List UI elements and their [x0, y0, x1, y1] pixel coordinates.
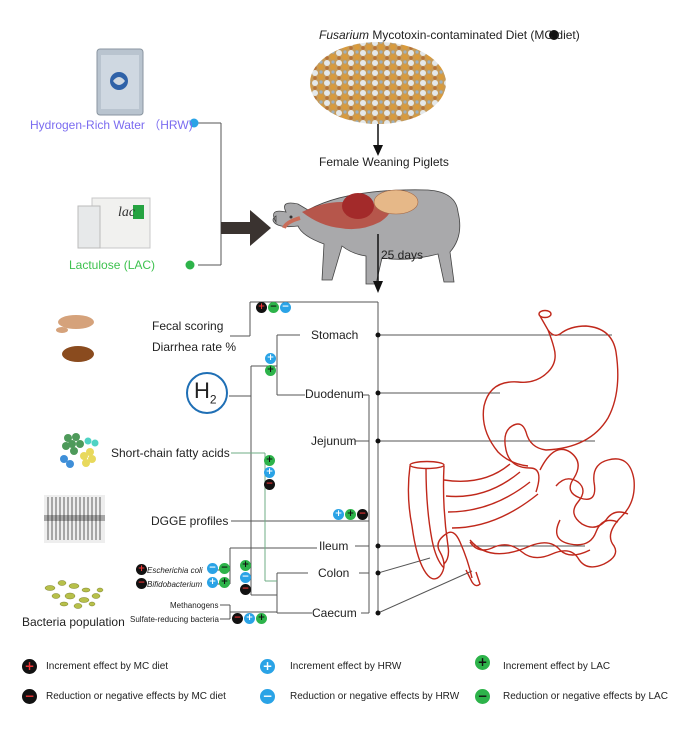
hrw-increment-icon: + — [333, 509, 344, 520]
gi-tract-image — [407, 309, 635, 587]
lactulose-package-image: lac — [77, 197, 151, 249]
lac-increment-icon: + — [219, 577, 230, 588]
mc-diet-label: Fusarium Mycotoxin-contaminated Diet (MC… — [319, 28, 580, 42]
scfa-label: Short-chain fatty acids — [111, 446, 230, 460]
segment-colon: Colon — [318, 566, 350, 580]
lac-reduction-icon: − — [475, 689, 490, 704]
treatment-arrow — [221, 210, 271, 246]
h2-subscript: 2 — [209, 392, 217, 407]
hrw-dot — [189, 118, 199, 128]
legend: + Increment effect by MC diet − Reductio… — [0, 655, 686, 715]
svg-text:lac: lac — [118, 205, 136, 220]
lac-dot — [185, 260, 195, 270]
hrw-reduction-icon: − — [207, 563, 218, 574]
hrw-reduction-icon: − — [280, 302, 291, 313]
mc-dot — [549, 30, 559, 40]
piglets-label: Female Weaning Piglets — [319, 155, 449, 169]
mc-diet-rest: Mycotoxin-contaminated Diet (MC diet) — [369, 28, 580, 42]
legend-label: Reduction or negative effects by LAC — [503, 691, 668, 702]
hrw-increment-icon: + — [244, 613, 255, 624]
hrw-reduction-icon: − — [240, 572, 251, 583]
mc-reduction-icon: − — [357, 509, 368, 520]
mc-reduction-icon: − — [264, 479, 275, 490]
lac-increment-icon: + — [265, 365, 276, 376]
bacteria-image — [44, 580, 104, 609]
lac-reduction-icon: − — [268, 302, 279, 313]
mc-reduction-icon: − — [136, 578, 147, 589]
lac-increment-icon: + — [240, 560, 251, 571]
mc-reduction-icon: − — [240, 584, 251, 595]
lac-increment-icon: + — [475, 655, 490, 670]
segment-duodenum: Duodenum — [305, 387, 364, 401]
hrw-package-image — [96, 48, 144, 116]
contaminated-corn-image — [310, 42, 446, 124]
lac-reduction-icon: − — [219, 563, 230, 574]
hrw-increment-icon: + — [260, 659, 275, 674]
methanogens-label: Methanogens — [170, 601, 219, 610]
legend-label: Reduction or negative effects by MC diet — [46, 691, 226, 702]
mc-increment-icon: + — [256, 302, 267, 313]
lac-label: Lactulose (LAC) — [69, 258, 156, 272]
pig-image — [272, 189, 461, 285]
fecal-scoring-label: Fecal scoring — [152, 319, 224, 333]
h2-circle — [186, 372, 228, 414]
feces-image — [56, 315, 94, 362]
h2-label: H2 — [194, 378, 217, 406]
lac-increment-icon: + — [256, 613, 267, 624]
segment-jejunum: Jejunum — [311, 434, 357, 448]
legend-label: Increment effect by HRW — [290, 661, 402, 672]
hrw-increment-icon: + — [265, 353, 276, 364]
legend-label: Reduction or negative effects by HRW — [290, 691, 460, 702]
e-coli-label: Escherichia coli — [147, 566, 203, 575]
dgge-gel-image — [44, 495, 105, 543]
mc-increment-icon: + — [22, 659, 37, 674]
mc-diet-italic: Fusarium — [319, 28, 370, 42]
scfa-molecules-image — [60, 433, 99, 468]
bifidobacterium-label: Bifidobacterium — [147, 580, 203, 589]
hrw-reduction-icon: − — [260, 689, 275, 704]
lac-increment-icon: + — [345, 509, 356, 520]
bacteria-population-label: Bacteria population — [22, 615, 125, 629]
mc-reduction-icon: − — [22, 689, 37, 704]
lac-increment-icon: + — [264, 455, 275, 466]
mc-increment-icon: + — [136, 564, 147, 575]
diarrhea-rate-label: Diarrhea rate % — [152, 340, 237, 354]
segment-caecum: Caecum — [312, 606, 357, 620]
hrw-label: Hydrogen-Rich Water （HRW) — [30, 118, 193, 132]
legend-label: Increment effect by LAC — [503, 661, 611, 672]
segment-stomach: Stomach — [311, 328, 359, 342]
hrw-increment-icon: + — [207, 577, 218, 588]
mc-reduction-icon: − — [232, 613, 243, 624]
h2-symbol: H — [194, 378, 210, 403]
legend-label: Increment effect by MC diet — [46, 661, 169, 672]
duration-label: 25 days — [381, 248, 424, 262]
segment-ileum: Ileum — [319, 539, 349, 553]
srb-label: Sulfate-reducing bacteria — [130, 615, 219, 624]
hrw-increment-icon: + — [264, 467, 275, 478]
dgge-label: DGGE profiles — [151, 514, 229, 528]
